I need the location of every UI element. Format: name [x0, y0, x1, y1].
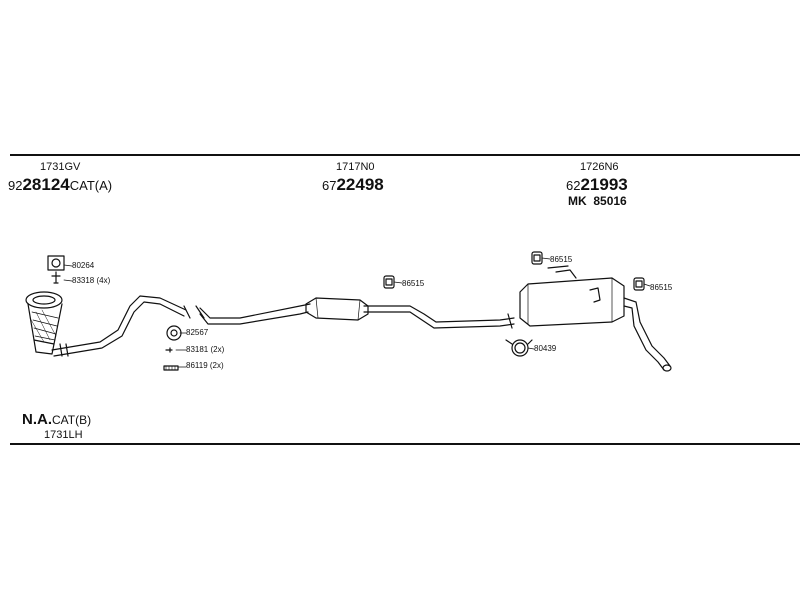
section-1-code: 1731GV [40, 161, 81, 173]
gasket-icon [47, 255, 65, 271]
part-label-80264: 80264 [72, 261, 95, 270]
part-label-86119: 86119 (2x) [186, 361, 224, 370]
centre-muffler-icon [305, 297, 369, 321]
kit-prefix: MK [568, 194, 587, 208]
section-1-prefix: 92 [8, 178, 23, 193]
section-3-prefix: 62 [566, 178, 581, 193]
rubber-hanger-icon [383, 275, 395, 289]
bottom-divider [10, 443, 800, 445]
section-3-main: 21993 [580, 175, 628, 194]
section-2-code: 1717N0 [336, 161, 375, 173]
ring-gasket-icon [166, 325, 182, 341]
section-3-number: 6221993 [566, 176, 628, 194]
tail-pipe-icon [623, 297, 672, 372]
rubber-hanger-icon [633, 277, 645, 291]
part-label-83181: 83181 (2x) [186, 345, 225, 354]
section-3-code: 1726N6 [580, 161, 619, 173]
footer-code: 1731LH [44, 429, 83, 441]
bolt-icon [51, 271, 61, 284]
section-1-main: 28124 [22, 175, 70, 194]
top-divider [10, 154, 800, 156]
catalytic-converter-icon [25, 291, 63, 355]
footer-variant: N.A.CAT(B) [22, 412, 91, 428]
front-pipe-icon [51, 295, 191, 357]
section-2-main: 22498 [336, 175, 384, 194]
part-label-80439: 80439 [534, 344, 557, 353]
part-label-83318: 83318 (4x) [72, 276, 111, 285]
pipe-clamp-icon [505, 339, 533, 357]
rear-silencer-icon [519, 265, 625, 327]
part-label-82567: 82567 [186, 328, 209, 337]
part-label-86515-top: 86515 [550, 255, 573, 264]
kit-number: MK 85016 [568, 195, 627, 207]
section-2-prefix: 67 [322, 178, 337, 193]
part-label-86515-right: 86515 [650, 283, 673, 292]
section-1-suffix: CAT(A) [69, 178, 113, 193]
section-2-number: 6722498 [322, 176, 384, 194]
section-1-number: 9228124CAT(A) [8, 176, 112, 194]
part-label-86515-mid: 86515 [402, 279, 425, 288]
clamp-bolt-icon [163, 347, 179, 371]
kit-main: 85016 [593, 194, 627, 208]
centre-pipe-icon [195, 303, 515, 329]
rubber-hanger-icon [531, 251, 543, 265]
footer-cat: CAT(B) [52, 413, 92, 427]
footer-na: N.A. [22, 411, 52, 428]
